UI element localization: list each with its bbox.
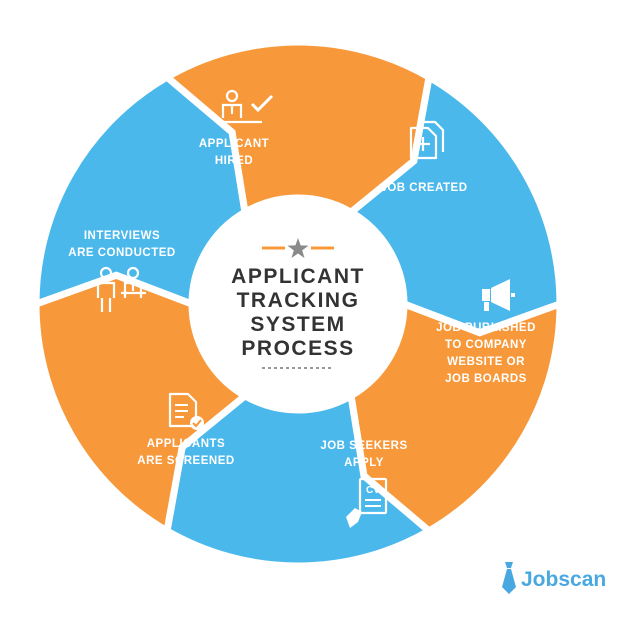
star-icon bbox=[287, 238, 309, 258]
interviews-line-1: INTERVIEWS bbox=[84, 230, 160, 242]
cv-hand-icon: CV bbox=[346, 477, 388, 528]
job-published-line-4: JOB BOARDS bbox=[445, 373, 527, 385]
process-ring bbox=[32, 38, 564, 570]
label-job-seekers: JOB SEEKERS APPLY bbox=[320, 440, 407, 469]
interview-icon bbox=[96, 266, 146, 312]
job-published-line-3: WEBSITE OR bbox=[447, 356, 525, 368]
job-seekers-line-1: JOB SEEKERS bbox=[320, 440, 407, 452]
segment-hired bbox=[160, 38, 433, 218]
hired-person-icon bbox=[218, 89, 274, 124]
hired-line-1: APPLICANT bbox=[199, 138, 269, 150]
label-screened: APPLICANTS ARE SCREENED bbox=[137, 438, 234, 467]
interviews-line-2: ARE CONDUCTED bbox=[68, 247, 175, 259]
center-title-line-1: APPLICANT bbox=[231, 265, 365, 288]
segment-screened bbox=[32, 271, 252, 537]
cv-glyph: CV bbox=[366, 485, 380, 496]
megaphone-icon bbox=[482, 279, 515, 311]
center-title-line-2: TRACKING bbox=[237, 289, 360, 312]
segment-interviews bbox=[32, 72, 249, 310]
screened-line-2: ARE SCREENED bbox=[137, 455, 234, 467]
screened-line-1: APPLICANTS bbox=[147, 438, 225, 450]
center-circle bbox=[192, 198, 404, 410]
center-decoration bbox=[262, 238, 334, 369]
label-interviews: INTERVIEWS ARE CONDUCTED bbox=[68, 230, 175, 259]
hired-line-2: HIRED bbox=[215, 155, 253, 167]
document-plus-icon bbox=[409, 120, 445, 160]
segment-job-created bbox=[344, 71, 564, 337]
center-title-line-3: SYSTEM bbox=[250, 313, 345, 336]
job-published-line-1: JOB PUBLISHED bbox=[436, 322, 536, 334]
checked-document-icon bbox=[168, 392, 204, 430]
center-title: APPLICANT TRACKING SYSTEM PROCESS bbox=[231, 265, 365, 360]
job-seekers-line-2: APPLY bbox=[344, 457, 384, 469]
brand-name: Jobscan bbox=[521, 568, 606, 591]
label-hired: APPLICANT HIRED bbox=[199, 138, 269, 167]
jobscan-tie-icon bbox=[502, 562, 516, 594]
label-job-published: JOB PUBLISHED TO COMPANY WEBSITE OR JOB … bbox=[436, 322, 536, 385]
job-published-line-2: TO COMPANY bbox=[445, 339, 527, 351]
center-title-line-4: PROCESS bbox=[241, 337, 354, 360]
job-created-label: JOB CREATED bbox=[380, 182, 467, 194]
segment-job-published bbox=[347, 298, 564, 536]
label-job-created: JOB CREATED bbox=[380, 182, 467, 194]
segment-job-seekers bbox=[163, 390, 436, 570]
jobscan-logo: Jobscan bbox=[502, 562, 606, 594]
